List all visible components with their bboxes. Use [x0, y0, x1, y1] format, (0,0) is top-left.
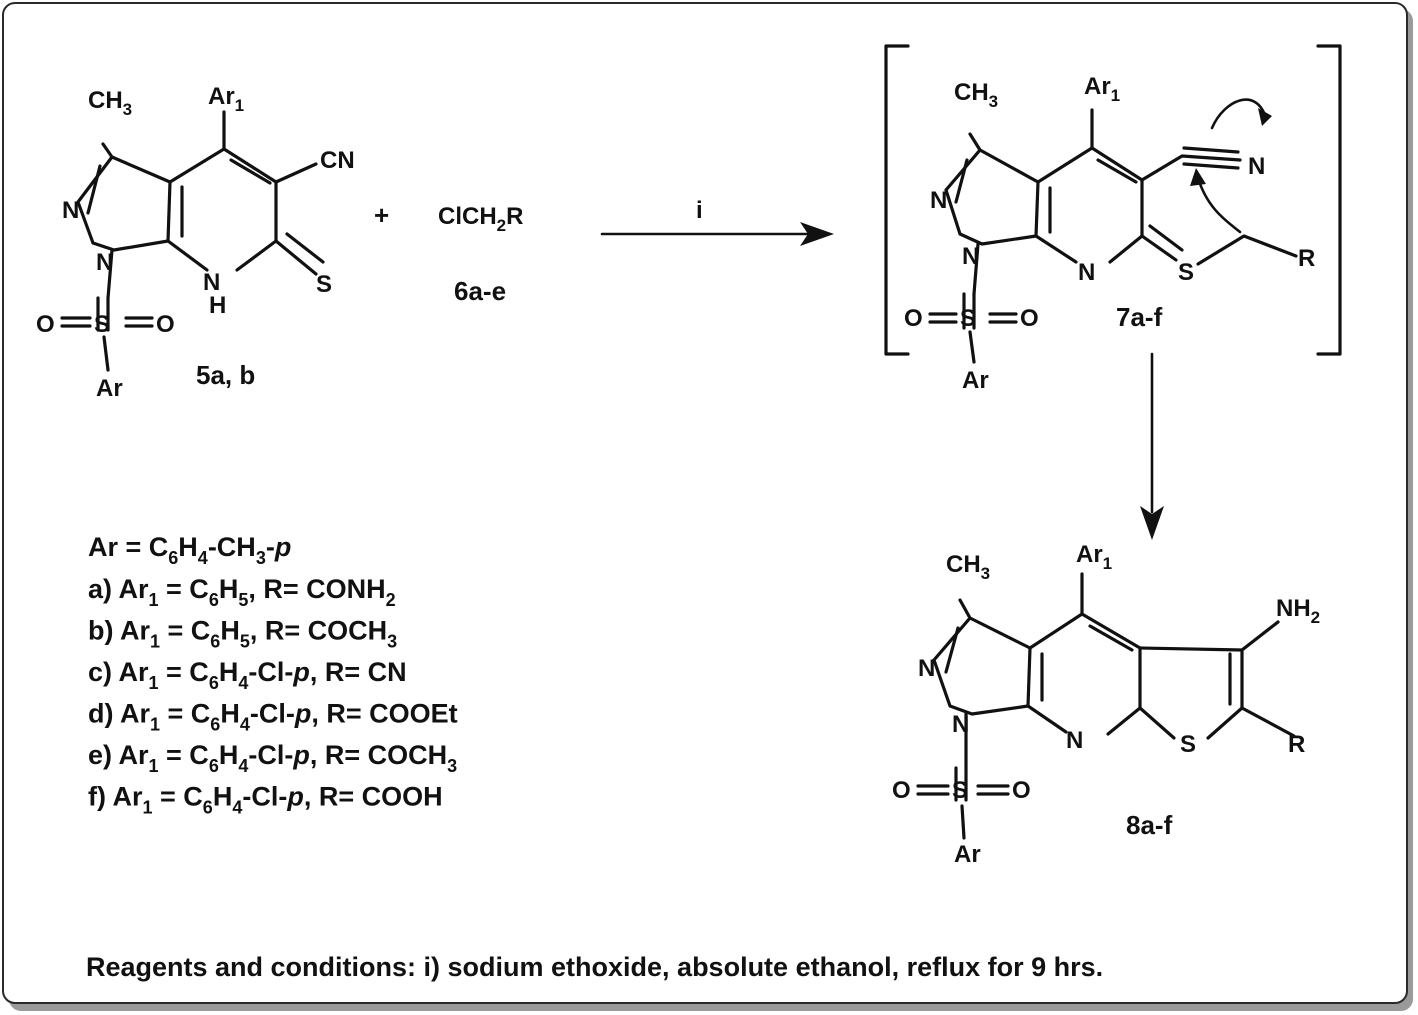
atom-cn: CN	[320, 147, 355, 174]
atom-r: R	[1288, 731, 1305, 758]
atom-n: N	[930, 187, 947, 214]
atom-o-left: O	[36, 311, 55, 338]
option-line: e) Ar1 = C6H4-Cl-p, R= COCH3	[88, 740, 457, 776]
option-line: b) Ar1 = C6H5, R= COCH3	[88, 616, 397, 652]
atom-ar1: Ar1	[1076, 541, 1112, 573]
reagent-6: + ClCH2R 6a-e	[374, 200, 523, 306]
atom-h: H	[209, 292, 226, 319]
structure-7: CH3 Ar1 N N N N S R S O O Ar 7a-f	[884, 44, 1342, 394]
atom-ar1: Ar1	[1084, 73, 1120, 105]
atom-ch3: CH3	[88, 87, 132, 119]
atom-s-sulfonyl: S	[952, 777, 968, 804]
option-line: a) Ar1 = C6H5, R= CONH2	[88, 574, 396, 610]
atom-o-left: O	[892, 777, 911, 804]
atom-ar1: Ar1	[208, 83, 244, 115]
option-line: f) Ar1 = C6H4-Cl-p, R= COOH	[88, 782, 443, 818]
compound-8-label: 8a-f	[1126, 810, 1173, 840]
substituent-definitions: Ar = C6H4-CH3-p a) Ar1 = C6H5, R= CONH2 b…	[88, 532, 458, 818]
atom-s-thioether: S	[1178, 259, 1194, 286]
reaction-arrow-i: i	[600, 197, 834, 246]
atom-n-nitrile: N	[1248, 153, 1265, 180]
atom-o-right: O	[1012, 777, 1031, 804]
atom-ar: Ar	[962, 367, 989, 394]
atom-o-right: O	[156, 311, 175, 338]
atom-n: N	[918, 655, 935, 682]
atom-n-pyridine: N	[1066, 727, 1083, 754]
option-line: c) Ar1 = C6H4-Cl-p, R= CN	[88, 657, 407, 693]
frame-border	[2, 2, 1408, 1004]
atom-s-thione: S	[316, 271, 332, 298]
atom-r: R	[1298, 245, 1315, 272]
atom-ar: Ar	[954, 841, 981, 868]
atom-ar: Ar	[96, 375, 123, 402]
atom-n-pyridine: N	[1078, 259, 1095, 286]
option-line: d) Ar1 = C6H4-Cl-p, R= COOEt	[88, 699, 458, 735]
atom-ch3: CH3	[946, 551, 990, 583]
arrow-label: i	[696, 197, 703, 224]
atom-ch3: CH3	[954, 79, 998, 111]
reaction-conditions: Reagents and conditions: i) sodium ethox…	[86, 952, 1103, 982]
reagent-formula: ClCH2R	[438, 203, 523, 235]
compound-5-label: 5a, b	[196, 360, 255, 390]
atom-n1: N	[962, 243, 979, 270]
structure-8: CH3 Ar1 NH2 N N N S R S O O Ar 8a-f	[892, 541, 1320, 868]
atom-s-sulfonyl: S	[94, 311, 110, 338]
compound-6-label: 6a-e	[454, 276, 506, 306]
atom-n1: N	[96, 249, 113, 276]
ar-definition: Ar = C6H4-CH3-p	[88, 532, 291, 568]
structure-5: CH3 Ar1 CN N N N H S S O O Ar 5a, b	[36, 83, 355, 402]
atom-s-thiophene: S	[1180, 731, 1196, 758]
reaction-arrow-down	[1140, 352, 1164, 540]
atom-n1: N	[952, 711, 969, 738]
atom-o-left: O	[904, 305, 923, 332]
atom-o-right: O	[1020, 305, 1039, 332]
atom-nh: N	[203, 269, 220, 296]
compound-7-label: 7a-f	[1116, 302, 1163, 332]
atom-nh2: NH2	[1276, 595, 1320, 627]
plus-sign: +	[374, 200, 389, 230]
atom-n: N	[62, 197, 79, 224]
atom-s-sulfonyl: S	[960, 305, 976, 332]
